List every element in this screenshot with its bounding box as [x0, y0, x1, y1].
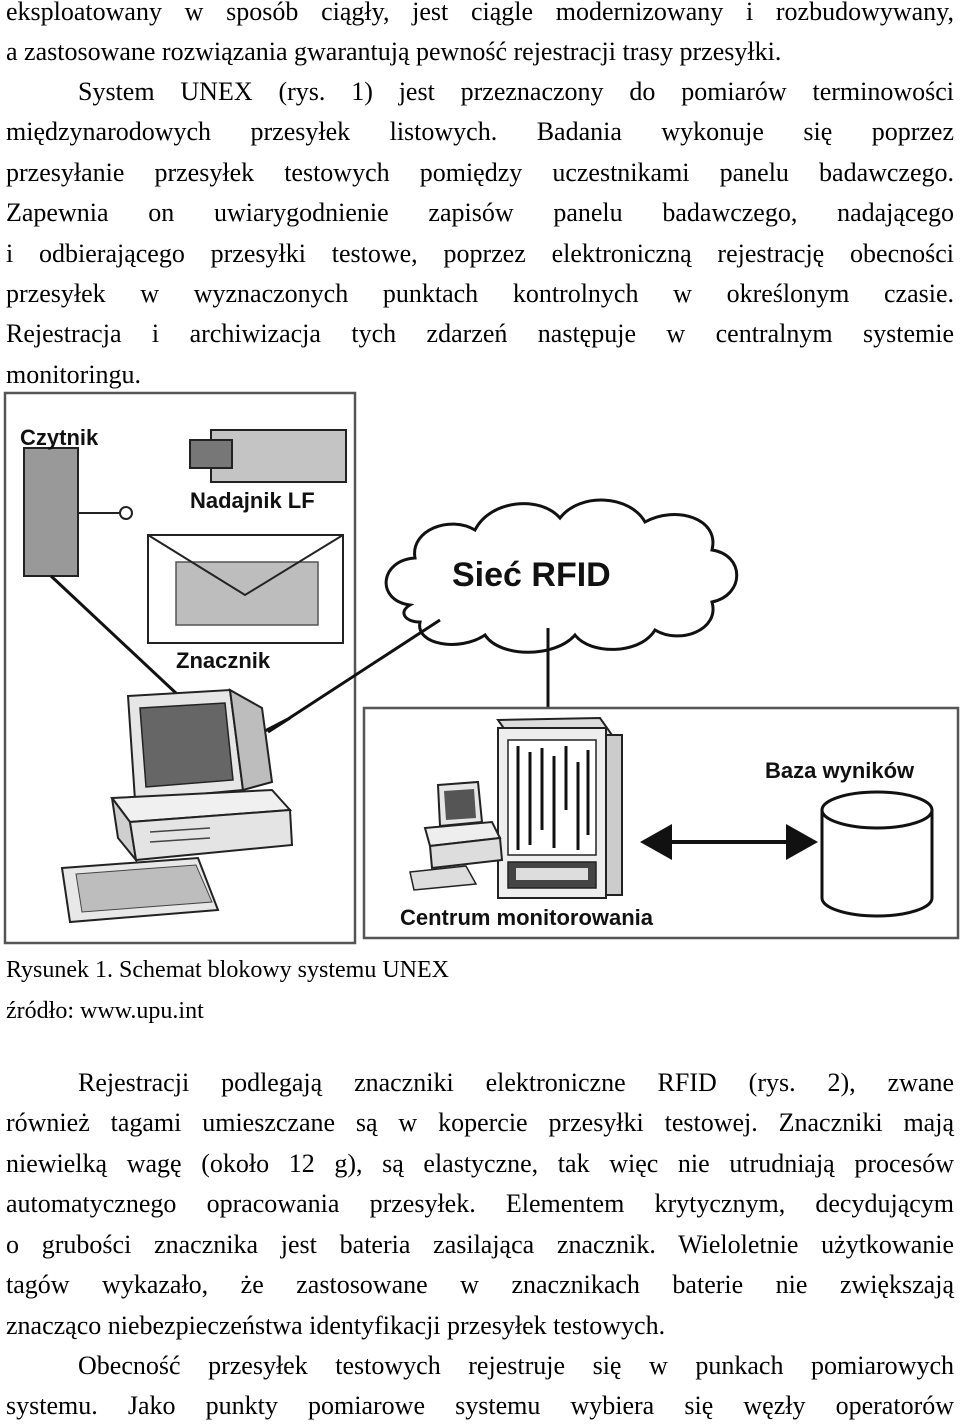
text-line: przesyłek w wyznaczonych punktach kontro…	[6, 279, 954, 308]
text-line: Obecność przesyłek testowych rejestruje …	[78, 1351, 954, 1380]
text-line: znacząco niebezpieczeństwa identyfikacji…	[6, 1311, 666, 1340]
envelope-icon	[147, 534, 344, 644]
bidirectional-arrow-icon	[640, 824, 818, 860]
text-line: przesyłanie przesyłek testowych pomiędzy…	[6, 158, 954, 187]
reader-device-icon	[23, 447, 133, 577]
text-line: System UNEX (rys. 1) jest przeznaczony d…	[78, 77, 954, 106]
database-icon	[820, 790, 934, 918]
transmitter-icon	[189, 429, 347, 483]
text-line: Rejestracji podlegają znaczniki elektron…	[78, 1068, 954, 1097]
network-label: Sieć RFID	[452, 556, 611, 594]
computer-icon	[60, 688, 294, 924]
server-rack-icon	[496, 716, 623, 899]
text-line: Rejestracja i archiwizacja tych zdarzeń …	[6, 319, 954, 348]
text-line: tagów wykazało, że zastosowane w znaczni…	[6, 1270, 954, 1299]
unex-block-diagram: Czytnik Nadajnik LF Znacznik Sieć RFID	[3, 391, 960, 945]
transmitter-label: Nadajnik LF	[190, 488, 315, 513]
text-line: niewielką wagę (około 12 g), są elastycz…	[6, 1149, 954, 1178]
figure-source: źródło: www.upu.int	[6, 998, 204, 1024]
tag-label: Znacznik	[176, 648, 271, 673]
cloud-icon	[384, 498, 739, 654]
text-line: Zapewnia on uwiarygodnienie zapisów pane…	[6, 198, 954, 227]
text-line: monitoringu.	[6, 360, 142, 389]
results-db-label: Baza wyników	[765, 758, 915, 783]
monitoring-center-label: Centrum monitorowania	[400, 905, 654, 930]
text-line: i odbierającego przesyłki testowe, poprz…	[6, 239, 954, 268]
text-line: systemu. Jako punkty pomiarowe systemu w…	[6, 1391, 954, 1420]
figure-caption: Rysunek 1. Schemat blokowy systemu UNEX	[6, 957, 450, 983]
reader-label: Czytnik	[20, 425, 99, 450]
text-line: a zastosowane rozwiązania gwarantują pew…	[6, 37, 782, 66]
workstation-icon	[409, 780, 504, 891]
text-line: o grubości znacznika jest bateria zasila…	[6, 1230, 954, 1259]
text-line: eksploatowany w sposób ciągły, jest ciąg…	[6, 0, 954, 26]
text-line: również tagami umieszczane są w kopercie…	[6, 1108, 954, 1137]
text-line: automatycznego opracowania przesyłek. El…	[6, 1189, 954, 1218]
text-line: międzynarodowych przesyłek listowych. Ba…	[6, 117, 954, 146]
